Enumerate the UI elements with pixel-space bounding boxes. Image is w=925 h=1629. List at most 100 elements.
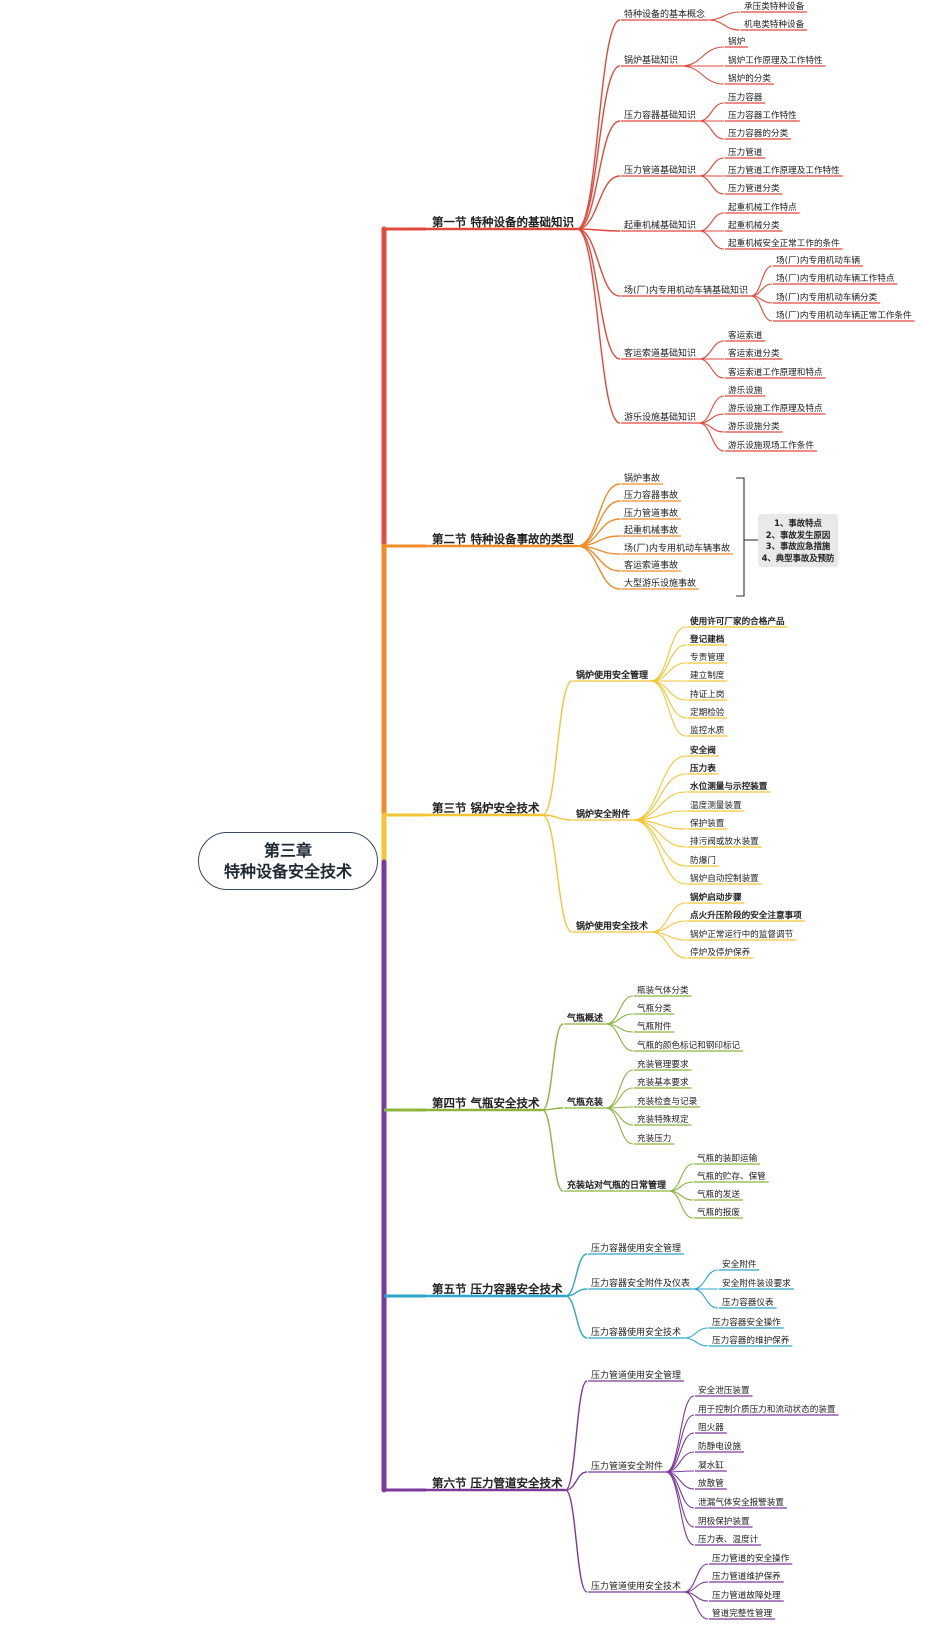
leaf-label[interactable]: 承压类特种设备 — [744, 0, 805, 12]
leaf-label[interactable]: 气瓶的报废 — [697, 1206, 740, 1218]
leaf-label[interactable]: 用于控制介质压力和流动状态的装置 — [698, 1403, 836, 1415]
leaf-label[interactable]: 游乐设施现场工作条件 — [728, 439, 814, 451]
sub-topic-label[interactable]: 压力管道基础知识 — [624, 164, 696, 176]
sub-topic-label[interactable]: 充装站对气瓶的日常管理 — [567, 1179, 666, 1191]
sub-topic-label[interactable]: 压力容器基础知识 — [624, 109, 696, 121]
leaf-label[interactable]: 压力管道 — [728, 146, 763, 158]
sub-topic-label[interactable]: 大型游乐设施事故 — [624, 577, 696, 589]
branch-label[interactable]: 第六节 压力管道安全技术 — [432, 1476, 563, 1490]
sub-topic-label[interactable]: 客运索道事故 — [624, 559, 678, 571]
sub-topic-label[interactable]: 起重机械基础知识 — [624, 219, 696, 231]
leaf-label[interactable]: 压力容器工作特性 — [728, 109, 797, 121]
leaf-label[interactable]: 防爆门 — [690, 854, 716, 866]
leaf-label[interactable]: 场(厂)内专用机动车辆工作特点 — [776, 272, 895, 284]
sub-topic-label[interactable]: 压力容器使用安全技术 — [591, 1326, 681, 1338]
leaf-label[interactable]: 持证上岗 — [690, 688, 724, 700]
leaf-label[interactable]: 压力容器的分类 — [728, 127, 789, 139]
leaf-label[interactable]: 登记建档 — [689, 633, 725, 645]
sub-topic-label[interactable]: 游乐设施基础知识 — [624, 411, 696, 423]
leaf-label[interactable]: 定期检验 — [690, 706, 725, 718]
leaf-label[interactable]: 充装特殊规定 — [637, 1113, 689, 1125]
sub-topic-label[interactable]: 压力容器使用安全管理 — [591, 1242, 681, 1254]
leaf-label[interactable]: 压力管道故障处理 — [712, 1589, 781, 1601]
leaf-label[interactable]: 压力表 — [690, 762, 716, 774]
leaf-label[interactable]: 锅炉正常运行中的监督调节 — [690, 928, 794, 940]
leaf-label[interactable]: 点火升压阶段的安全注意事项 — [690, 909, 802, 921]
sub-topic-label[interactable]: 压力管道使用安全技术 — [591, 1580, 681, 1592]
leaf-label[interactable]: 水位测量与示控装置 — [690, 780, 768, 792]
sub-topic-label[interactable]: 锅炉使用安全管理 — [575, 669, 648, 681]
leaf-label[interactable]: 监控水质 — [690, 724, 725, 736]
leaf-label[interactable]: 建立制度 — [690, 669, 725, 681]
leaf-label[interactable]: 充装管理要求 — [637, 1058, 689, 1070]
leaf-label[interactable]: 压力管道工作原理及工作特性 — [728, 164, 840, 176]
leaf-label[interactable]: 安全泄压装置 — [698, 1384, 750, 1396]
leaf-label[interactable]: 防静电设施 — [698, 1440, 741, 1452]
sub-topic-label[interactable]: 客运索道基础知识 — [624, 347, 696, 359]
leaf-label[interactable]: 气瓶的颜色标记和钢印标记 — [637, 1039, 741, 1051]
sub-topic-label[interactable]: 锅炉安全附件 — [575, 808, 630, 820]
leaf-label[interactable]: 阴极保护装置 — [698, 1515, 750, 1527]
leaf-label[interactable]: 气瓶的装卸运输 — [697, 1152, 758, 1164]
leaf-label[interactable]: 起重机械安全正常工作的条件 — [728, 237, 840, 249]
leaf-label[interactable]: 安全附件 — [722, 1258, 757, 1270]
leaf-label[interactable]: 压力管道维护保养 — [712, 1570, 781, 1582]
sub-topic-label[interactable]: 起重机械事故 — [624, 524, 678, 536]
leaf-label[interactable]: 客运索道工作原理和特点 — [728, 366, 823, 378]
leaf-label[interactable]: 管道完整性管理 — [712, 1607, 773, 1619]
leaf-label[interactable]: 保护装置 — [690, 817, 725, 829]
leaf-label[interactable]: 锅炉启动步骤 — [690, 891, 742, 903]
leaf-label[interactable]: 安全阀 — [690, 744, 716, 756]
leaf-label[interactable]: 起重机械工作特点 — [728, 201, 797, 213]
leaf-label[interactable]: 充装压力 — [637, 1132, 671, 1144]
leaf-label[interactable]: 压力管道的安全操作 — [712, 1552, 790, 1564]
leaf-label[interactable]: 放散管 — [698, 1477, 724, 1489]
leaf-label[interactable]: 场(厂)内专用机动车辆分类 — [776, 291, 878, 303]
leaf-label[interactable]: 场(厂)内专用机动车辆正常工作条件 — [776, 309, 912, 321]
sub-topic-label[interactable]: 压力管道事故 — [624, 507, 678, 519]
leaf-label[interactable]: 客运索道 — [728, 329, 763, 341]
leaf-label[interactable]: 瓶装气体分类 — [637, 984, 689, 996]
sub-topic-label[interactable]: 锅炉使用安全技术 — [575, 920, 648, 932]
branch-label[interactable]: 第一节 特种设备的基础知识 — [432, 215, 575, 229]
leaf-label[interactable]: 锅炉自动控制装置 — [690, 872, 759, 884]
sub-topic-label[interactable]: 气瓶充装 — [566, 1096, 604, 1108]
sub-topic-label[interactable]: 压力容器事故 — [624, 489, 678, 501]
leaf-label[interactable]: 机电类特种设备 — [744, 18, 805, 30]
sub-topic-label[interactable]: 特种设备的基本概念 — [624, 8, 705, 20]
branch-label[interactable]: 第二节 特种设备事故的类型 — [432, 532, 575, 546]
leaf-label[interactable]: 充装基本要求 — [637, 1076, 689, 1088]
sub-topic-label[interactable]: 场(厂)内专用机动车辆基础知识 — [624, 284, 748, 296]
leaf-label[interactable]: 使用许可厂家的合格产品 — [689, 615, 785, 627]
leaf-label[interactable]: 泄漏气体安全报警装置 — [698, 1496, 784, 1508]
leaf-label[interactable]: 凝水缸 — [698, 1459, 724, 1471]
leaf-label[interactable]: 锅炉工作原理及工作特性 — [728, 54, 823, 66]
leaf-label[interactable]: 气瓶附件 — [637, 1020, 672, 1032]
leaf-label[interactable]: 压力容器安全操作 — [712, 1316, 781, 1328]
leaf-label[interactable]: 起重机械分类 — [728, 219, 780, 231]
leaf-label[interactable]: 压力管道分类 — [728, 182, 780, 194]
branch-label[interactable]: 第四节 气瓶安全技术 — [432, 1096, 540, 1110]
leaf-label[interactable]: 充装检查与记录 — [637, 1095, 698, 1107]
root-node[interactable]: 第三章 特种设备安全技术 — [198, 832, 378, 890]
leaf-label[interactable]: 客运索道分类 — [728, 347, 780, 359]
leaf-label[interactable]: 游乐设施 — [728, 384, 763, 396]
leaf-label[interactable]: 压力容器的维护保养 — [712, 1334, 790, 1346]
leaf-label[interactable]: 阻火器 — [698, 1422, 724, 1433]
sub-topic-label[interactable]: 锅炉事故 — [624, 472, 660, 484]
leaf-label[interactable]: 专责管理 — [690, 651, 725, 663]
leaf-label[interactable]: 气瓶的发送 — [697, 1188, 740, 1200]
leaf-label[interactable]: 排污阀或放水装置 — [690, 835, 759, 847]
leaf-label[interactable]: 温度测量装置 — [690, 799, 742, 811]
leaf-label[interactable]: 锅炉 — [728, 35, 745, 47]
leaf-label[interactable]: 压力容器仪表 — [722, 1296, 774, 1308]
leaf-label[interactable]: 停炉及停炉保养 — [690, 946, 751, 958]
branch-label[interactable]: 第五节 压力容器安全技术 — [432, 1282, 563, 1296]
sub-topic-label[interactable]: 锅炉基础知识 — [624, 54, 678, 66]
leaf-label[interactable]: 气瓶分类 — [637, 1002, 672, 1014]
leaf-label[interactable]: 场(厂)内专用机动车辆 — [776, 254, 860, 266]
leaf-label[interactable]: 压力容器 — [728, 91, 763, 103]
leaf-label[interactable]: 安全附件装设要求 — [722, 1277, 791, 1289]
sub-topic-label[interactable]: 压力容器安全附件及仪表 — [591, 1277, 690, 1289]
leaf-label[interactable]: 气瓶的贮存、保管 — [697, 1170, 766, 1182]
